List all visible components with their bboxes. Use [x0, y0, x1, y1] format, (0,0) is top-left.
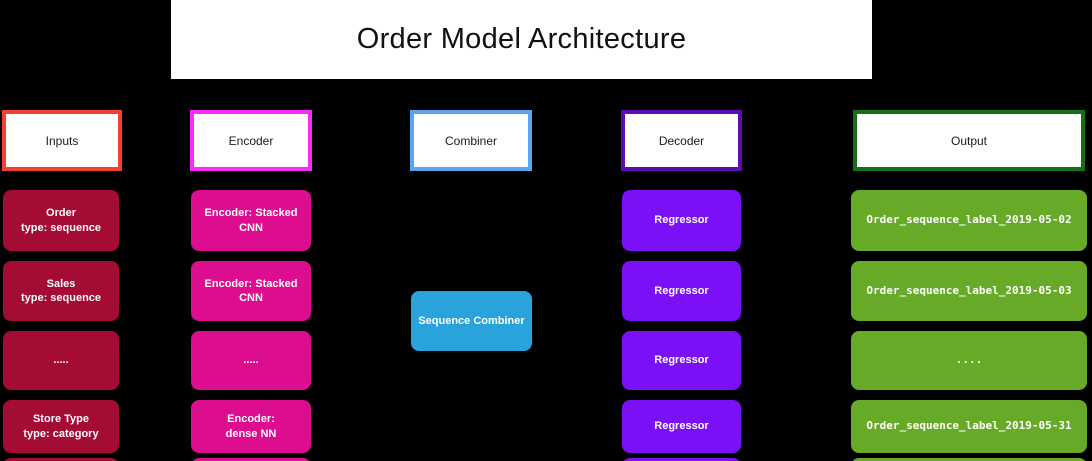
node-output-1: Order_sequence_label_2019-05-03: [851, 261, 1087, 321]
title-bar: Order Model Architecture: [171, 0, 872, 79]
node-label: Store Type type: category: [23, 413, 99, 440]
node-encoder-2: .....: [191, 331, 311, 390]
node-label: Regressor: [654, 420, 709, 433]
node-inputs-1: Sales type: sequence: [3, 261, 119, 321]
node-output-2: ....: [851, 331, 1087, 390]
node-label: Order type: sequence: [20, 207, 102, 234]
node-inputs-0: Order type: sequence: [3, 190, 119, 251]
node-inputs-3: Store Type type: category: [3, 400, 119, 453]
node-label: Order_sequence_label_2019-05-02: [866, 213, 1072, 227]
node-decoder-2: Regressor: [622, 331, 741, 390]
column-header-label: Combiner: [444, 133, 498, 148]
column-header-label: Encoder: [228, 133, 274, 148]
node-output-0: Order_sequence_label_2019-05-02: [851, 190, 1087, 251]
node-label: Regressor: [654, 354, 709, 367]
node-encoder-1: Encoder: Stacked CNN: [191, 261, 311, 321]
column-header-encoder: Encoder: [190, 110, 312, 171]
node-decoder-0: Regressor: [622, 190, 741, 251]
node-inputs-4: [3, 458, 119, 461]
column-header-label: Inputs: [45, 133, 79, 148]
diagram-title: Order Model Architecture: [356, 23, 687, 55]
node-encoder-3: Encoder: dense NN: [191, 400, 311, 453]
node-label: Encoder: Stacked CNN: [204, 277, 298, 305]
node-label: Regressor: [654, 214, 709, 227]
node-label: Encoder: Stacked CNN: [204, 207, 298, 234]
column-header-combiner: Combiner: [410, 110, 532, 171]
node-output-3: Order_sequence_label_2019-05-31: [851, 400, 1087, 453]
node-label: .....: [243, 354, 259, 367]
node-label: Encoder: dense NN: [225, 413, 277, 440]
column-header-inputs: Inputs: [2, 110, 122, 171]
node-encoder-0: Encoder: Stacked CNN: [191, 190, 311, 251]
node-label: Order_sequence_label_2019-05-31: [866, 419, 1072, 433]
node-output-4: [851, 458, 1087, 461]
node-label: Order_sequence_label_2019-05-03: [866, 283, 1072, 297]
node-label: Sequence Combiner: [418, 314, 525, 327]
node-label: Sales type: sequence: [20, 277, 102, 305]
column-header-output: Output: [853, 110, 1085, 171]
column-header-label: Output: [950, 133, 988, 148]
node-decoder-4: [622, 458, 741, 461]
column-header-decoder: Decoder: [621, 110, 742, 171]
node-label: .....: [53, 354, 69, 367]
node-combiner-0: Sequence Combiner: [411, 291, 532, 351]
node-encoder-4: [191, 458, 311, 461]
node-decoder-1: Regressor: [622, 261, 741, 321]
node-inputs-2: .....: [3, 331, 119, 390]
column-header-label: Decoder: [658, 133, 705, 148]
node-label: ....: [955, 353, 983, 367]
node-label: Regressor: [654, 284, 709, 297]
node-decoder-3: Regressor: [622, 400, 741, 453]
